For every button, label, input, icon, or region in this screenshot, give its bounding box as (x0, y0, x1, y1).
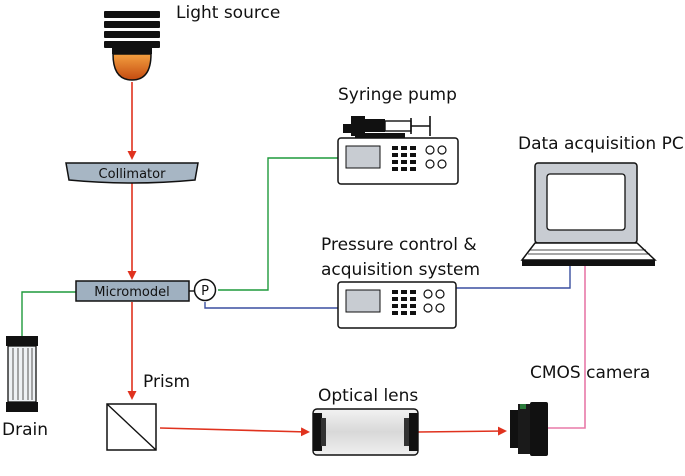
light-source-label: Light source (176, 3, 280, 23)
lamp-icon (104, 11, 160, 81)
pressure-system-label-line1: Pressure control & (321, 235, 477, 255)
signal-line-pressure-port (204, 302, 338, 309)
camera-icon (510, 402, 548, 456)
pressure-system-label-line2: acquisition system (321, 260, 480, 280)
data-pc-label: Data acquisition PC (518, 134, 684, 154)
prism-icon (106, 403, 157, 451)
light-path-prism-to-lens (159, 427, 310, 437)
collimator (65, 162, 199, 184)
signal-line-pressure-to-pc (456, 266, 571, 289)
optical-lens-label: Optical lens (318, 386, 418, 406)
signal-lines (204, 266, 571, 309)
light-path-lens-to-camera (417, 426, 507, 436)
prism-label: Prism (143, 372, 190, 392)
fluid-line-micromodel-to-drain (21, 291, 76, 336)
fluid-line-pump-to-micromodel (218, 157, 338, 291)
light-path (127, 82, 507, 437)
collimator-label: Collimator (99, 167, 167, 182)
pressure-port-icon (193, 278, 217, 302)
lens-icon (312, 408, 419, 456)
drain-label: Drain (2, 420, 48, 440)
camera-cable (547, 266, 586, 429)
pressure-port-label: P (201, 284, 209, 299)
syringe-pump-label: Syringe pump (338, 85, 457, 105)
drain-container-icon (6, 336, 38, 412)
cmos-camera-label: CMOS camera (530, 363, 650, 383)
micromodel-label: Micromodel (94, 285, 169, 300)
computer-icon (520, 162, 657, 266)
syringe-pump-icon (337, 116, 459, 185)
fluid-lines (21, 157, 338, 336)
instrument-box-icon (337, 281, 457, 329)
